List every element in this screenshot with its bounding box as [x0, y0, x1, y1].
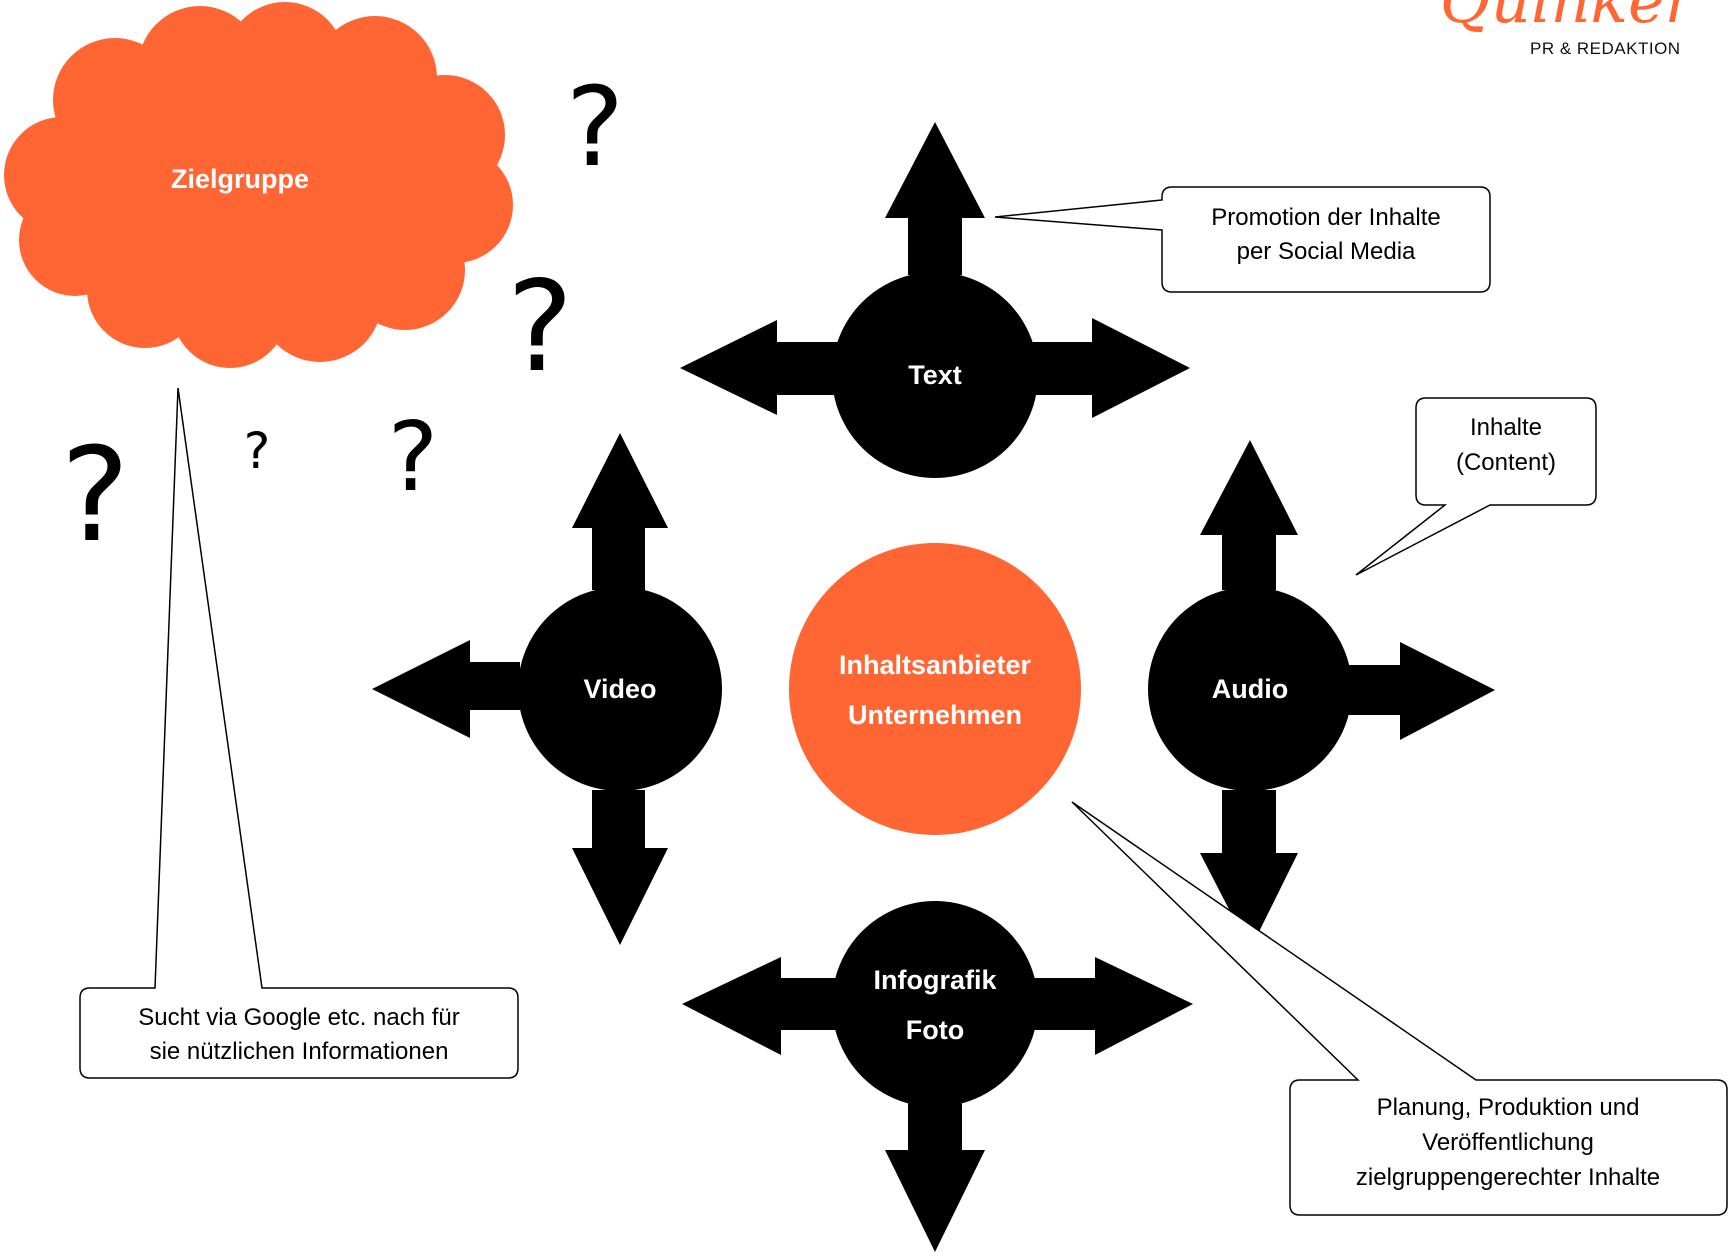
- arrow-down-icon: [1200, 790, 1298, 950]
- arrow-right-icon: [1032, 957, 1193, 1055]
- question-mark-3: ?: [61, 419, 130, 571]
- content-callout: Inhalte (Content): [1355, 397, 1597, 576]
- question-mark-4: ?: [244, 422, 271, 480]
- infografik-node-label-2: Foto: [906, 1015, 964, 1045]
- arrow-up-icon: [885, 122, 985, 275]
- audio-node-label: Audio: [1212, 674, 1288, 704]
- arrow-left-icon: [682, 957, 838, 1055]
- arrow-up-icon: [1200, 440, 1298, 590]
- planning-callout-line2: Veröffentlichung: [1422, 1129, 1594, 1156]
- promotion-callout-line1: Promotion der Inhalte: [1211, 204, 1440, 231]
- content-callout-line1: Inhalte: [1470, 414, 1542, 441]
- question-mark-5: ?: [388, 403, 438, 513]
- target-group-cloud: [4, 2, 513, 368]
- search-callout-line1: Sucht via Google etc. nach für: [138, 1004, 460, 1031]
- content-callout-line2: (Content): [1456, 449, 1556, 476]
- center-label-2: Unternehmen: [848, 700, 1022, 730]
- infografik-node: [832, 901, 1038, 1107]
- logo-script: Quinker: [1440, 0, 1698, 37]
- infografik-node-label-1: Infografik: [873, 965, 997, 995]
- company-logo: Quinker PR & REDAKTION: [1440, 0, 1698, 58]
- center-label-1: Inhaltsanbieter: [839, 650, 1032, 680]
- promotion-callout-line2: per Social Media: [1237, 238, 1416, 265]
- content-provider-node: [789, 543, 1081, 835]
- text-node: [832, 272, 1038, 478]
- audio-node: [1148, 587, 1352, 791]
- arrow-up-icon: [572, 433, 668, 590]
- text-node-label: Text: [908, 360, 962, 390]
- arrow-right-icon: [1348, 642, 1495, 740]
- arrow-left-icon: [372, 640, 520, 738]
- cloud-label: Zielgruppe: [171, 164, 309, 194]
- planning-callout-line1: Planung, Produktion und: [1377, 1094, 1640, 1121]
- search-callout: Sucht via Google etc. nach für sie nützl…: [79, 387, 519, 1079]
- question-mark-2: ?: [507, 255, 573, 400]
- search-callout-line2: sie nützlichen Informationen: [150, 1038, 449, 1065]
- video-node-label: Video: [583, 674, 656, 704]
- promotion-callout: Promotion der Inhalte per Social Media: [994, 186, 1491, 293]
- planning-callout-line3: zielgruppengerechter Inhalte: [1356, 1164, 1660, 1191]
- video-node: [518, 587, 722, 791]
- arrow-down-icon: [885, 1100, 985, 1252]
- planning-callout: Planung, Produktion und Veröffentlichung…: [1071, 801, 1728, 1216]
- arrow-right-icon: [1032, 318, 1190, 418]
- question-mark-1: ?: [566, 63, 624, 191]
- logo-subtitle: PR & REDAKTION: [1530, 39, 1681, 58]
- arrow-left-icon: [680, 320, 838, 415]
- arrow-down-icon: [572, 790, 668, 945]
